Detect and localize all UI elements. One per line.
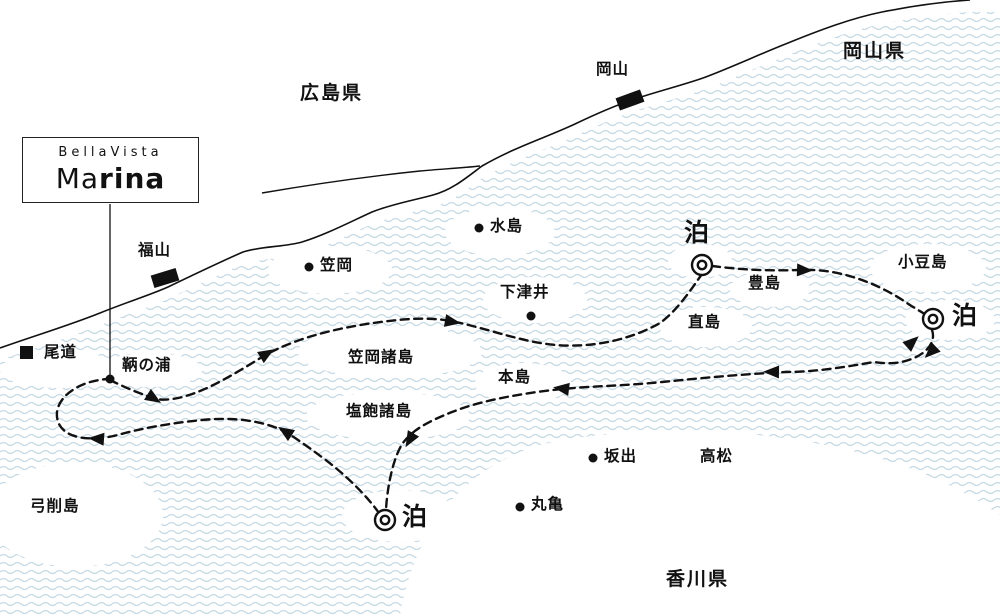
label-yugejima: 弓削島 — [30, 497, 80, 515]
route-arrow-icon — [902, 336, 919, 352]
cruise-route — [55, 264, 935, 515]
tomonoura-dot-icon — [105, 374, 115, 384]
route-arrow-icon — [88, 432, 105, 446]
shimotsui-dot-icon — [526, 311, 536, 321]
logo-main-b: rina — [99, 162, 166, 195]
coastline-railway-line — [0, 0, 971, 349]
bellavista-marina-logo: BellaVista Marina — [22, 137, 199, 203]
route-arrow-icon — [553, 382, 570, 396]
label-marugame: 丸亀 — [531, 495, 565, 513]
label-kagawa-pref: 香川県 — [666, 568, 730, 590]
overnight-port-icon-south — [373, 508, 397, 532]
label-onomichi: 尾道 — [44, 343, 78, 361]
cruise-route-leg-4 — [55, 377, 381, 515]
route-arrow-icon — [796, 263, 813, 277]
label-naoshima: 直島 — [688, 313, 722, 331]
station-markers — [20, 89, 645, 359]
route-arrow-icon — [144, 388, 162, 403]
route-arrow-icon — [763, 365, 780, 379]
okayama-station-icon — [615, 89, 645, 111]
overnight-port-icon-naoshima — [690, 253, 714, 277]
label-tomari-shodoshima: 泊 — [952, 301, 978, 330]
cruise-route-leg-1 — [108, 272, 704, 401]
route-direction-arrows — [88, 263, 941, 448]
label-tomari-south: 泊 — [402, 502, 428, 531]
label-kasaoka: 笠岡 — [320, 256, 354, 274]
logo-main-text: Marina — [56, 162, 166, 195]
label-takamatsu: 高松 — [700, 447, 734, 465]
label-kasaoka-islands: 笠岡諸島 — [348, 348, 415, 366]
sakaide-dot-icon — [588, 453, 598, 463]
cruise-route-leg-2 — [710, 264, 932, 320]
label-okayama-city: 岡山 — [596, 60, 630, 78]
marugame-dot-icon — [515, 502, 525, 512]
overnight-port-markers — [373, 253, 945, 532]
route-arrow-icon — [924, 342, 941, 359]
logo-main-a: Ma — [55, 162, 100, 195]
label-teshima: 豊島 — [748, 274, 782, 292]
label-fukuyama: 福山 — [138, 241, 172, 259]
label-tomari-naoshima: 泊 — [684, 218, 710, 247]
route-arrow-icon — [443, 314, 461, 327]
label-shodoshima: 小豆島 — [898, 253, 948, 271]
fukuyama-station-icon — [150, 267, 180, 289]
route-arrow-icon — [278, 426, 296, 442]
label-okayama-pref: 岡山県 — [843, 40, 907, 62]
cruise-route-leg-3 — [384, 328, 935, 512]
mizushima-dot-icon — [474, 223, 484, 233]
logo-top-text: BellaVista — [58, 145, 163, 160]
label-shiwaku-islands: 塩飽諸島 — [346, 402, 413, 420]
route-arrow-icon — [257, 349, 275, 364]
label-mizushima: 水島 — [490, 217, 524, 235]
place-dots — [105, 223, 598, 512]
label-sakaide: 坂出 — [604, 447, 638, 465]
label-shimotsui: 下津井 — [500, 283, 550, 301]
coastline-fork-line — [261, 165, 481, 194]
overnight-port-icon-shodoshima — [921, 307, 945, 331]
route-arrow-icon — [405, 430, 420, 448]
label-hiroshima-pref: 広島県 — [300, 82, 364, 104]
onomichi-square-icon — [20, 346, 33, 359]
label-tomonoura: 鞆の浦 — [122, 356, 172, 374]
kasaoka-dot-icon — [304, 262, 314, 272]
label-honjima: 本島 — [498, 368, 532, 386]
